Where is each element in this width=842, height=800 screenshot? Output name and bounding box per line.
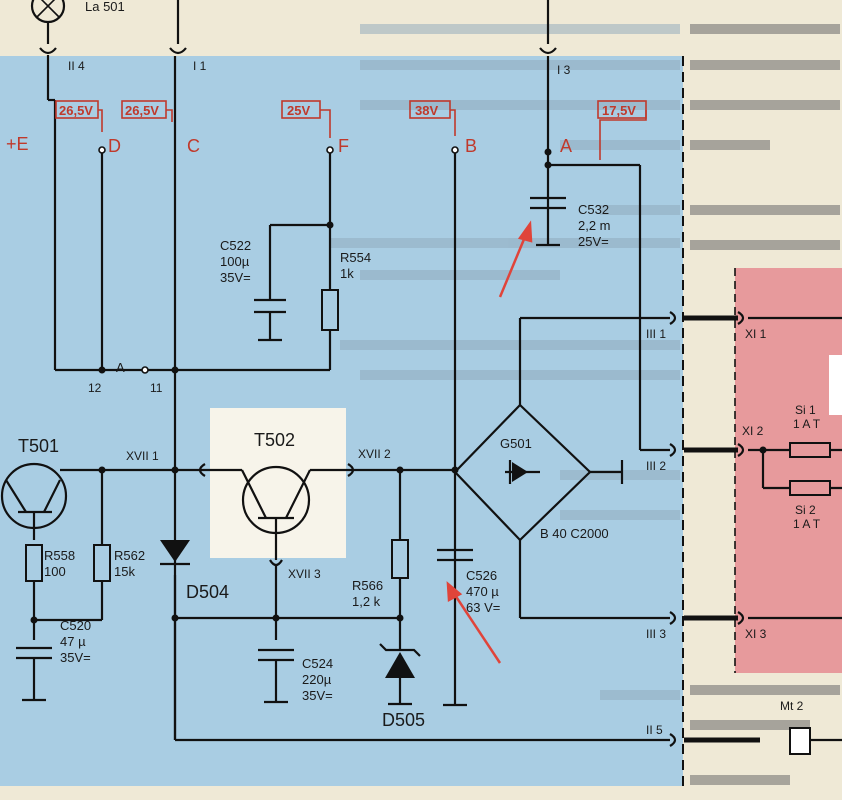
node-a: A (116, 360, 125, 375)
si2-name: Si 2 (795, 503, 816, 517)
connector-iii3: III 3 (646, 627, 666, 641)
capacitor-c532 (530, 196, 566, 247)
r562-value: 15k (114, 564, 135, 579)
voltage-a: 17,5V (602, 103, 636, 118)
transistor-t501 (0, 462, 68, 530)
c520-value: 47 µ (60, 634, 86, 649)
c520-rating: 35V= (60, 650, 91, 665)
d505-label: D505 (382, 710, 425, 730)
transistor-t502 (241, 465, 311, 560)
g501-type: B 40 C2000 (540, 526, 609, 541)
lamp-label: La 501 (85, 0, 125, 14)
si1-name: Si 1 (795, 403, 816, 417)
terminal-e: +E (6, 134, 29, 154)
connector-xvii1: XVII 1 (126, 449, 159, 463)
pin-11: 11 (150, 381, 163, 395)
top-connectors (39, 47, 557, 55)
connectors-iii (669, 311, 677, 747)
t502-label: T502 (254, 430, 295, 450)
c532-value: 2,2 m (578, 218, 611, 233)
r562-name: R562 (114, 548, 145, 563)
fuse-si2 (789, 480, 831, 496)
r558-name: R558 (44, 548, 75, 563)
capacitor-c526 (437, 548, 473, 707)
terminal-d: D (108, 136, 121, 156)
c520-name: C520 (60, 618, 91, 633)
plug-wires (684, 315, 760, 743)
terminal-a: A (560, 136, 572, 156)
connector-ii4: II 4 (68, 59, 85, 73)
g501-label: G501 (500, 436, 532, 451)
r554-value: 1k (340, 266, 354, 281)
r554-name: R554 (340, 250, 371, 265)
voltage-b: 38V (415, 103, 438, 118)
resistor-r558 (25, 544, 43, 582)
resistor-r566 (391, 539, 409, 579)
faded-text-lines-outer (690, 24, 840, 785)
c524-name: C524 (302, 656, 333, 671)
c522-name: C522 (220, 238, 251, 253)
c522-value: 100µ (220, 254, 250, 269)
c526-rating: 63 V= (466, 600, 500, 615)
diode-d504 (160, 540, 190, 566)
lamp-icon (30, 0, 66, 24)
si2-rating: 1 A T (793, 517, 821, 531)
connector-xvii3: XVII 3 (288, 567, 321, 581)
capacitor-c524 (258, 648, 294, 704)
c526-value: 470 µ (466, 584, 499, 599)
mt2-label: Mt 2 (780, 699, 804, 713)
r566-name: R566 (352, 578, 383, 593)
c522-rating: 35V= (220, 270, 251, 285)
connector-iii1: III 1 (646, 327, 666, 341)
terminal-f: F (338, 136, 349, 156)
voltage-leaders (98, 109, 647, 160)
c526-name: C526 (466, 568, 497, 583)
pin-12: 12 (88, 381, 102, 395)
connector-xvii2: XVII 2 (358, 447, 391, 461)
connector-i3: I 3 (557, 63, 571, 77)
connector-ii5: II 5 (646, 723, 663, 737)
xi-sockets (737, 311, 745, 625)
connector-xi1: XI 1 (745, 327, 767, 341)
relay-mt2 (789, 727, 811, 755)
c524-value: 220µ (302, 672, 332, 687)
r566-value: 1,2 k (352, 594, 381, 609)
resistor-r562 (93, 544, 111, 582)
c524-rating: 35V= (302, 688, 333, 703)
bridge-diode-icon (505, 460, 540, 484)
terminal-b: B (465, 136, 477, 156)
connector-iii2: III 2 (646, 459, 666, 473)
capacitor-c520 (16, 646, 52, 702)
connector-xi2: XI 2 (742, 424, 764, 438)
c532-rating: 25V= (578, 234, 609, 249)
c532-name: C532 (578, 202, 609, 217)
fuse-panel-area (735, 268, 842, 673)
connector-xi3: XI 3 (745, 627, 767, 641)
annotation-arrows (446, 220, 533, 664)
connector-i1: I 1 (193, 59, 207, 73)
capacitor-c522 (254, 298, 286, 342)
si1-rating: 1 A T (793, 417, 821, 431)
terminal-c: C (187, 136, 200, 156)
r558-value: 100 (44, 564, 66, 579)
resistor-r554 (321, 289, 339, 331)
d504-label: D504 (186, 582, 229, 602)
bridge-rectifier-g501 (453, 403, 592, 542)
voltage-c: 26,5V (125, 103, 159, 118)
t501-label: T501 (18, 436, 59, 456)
voltage-d: 26,5V (59, 103, 93, 118)
page-margin-patch (829, 355, 842, 415)
fuse-si1 (789, 442, 831, 458)
zener-diode-d505 (379, 643, 421, 706)
voltage-f: 25V (287, 103, 310, 118)
